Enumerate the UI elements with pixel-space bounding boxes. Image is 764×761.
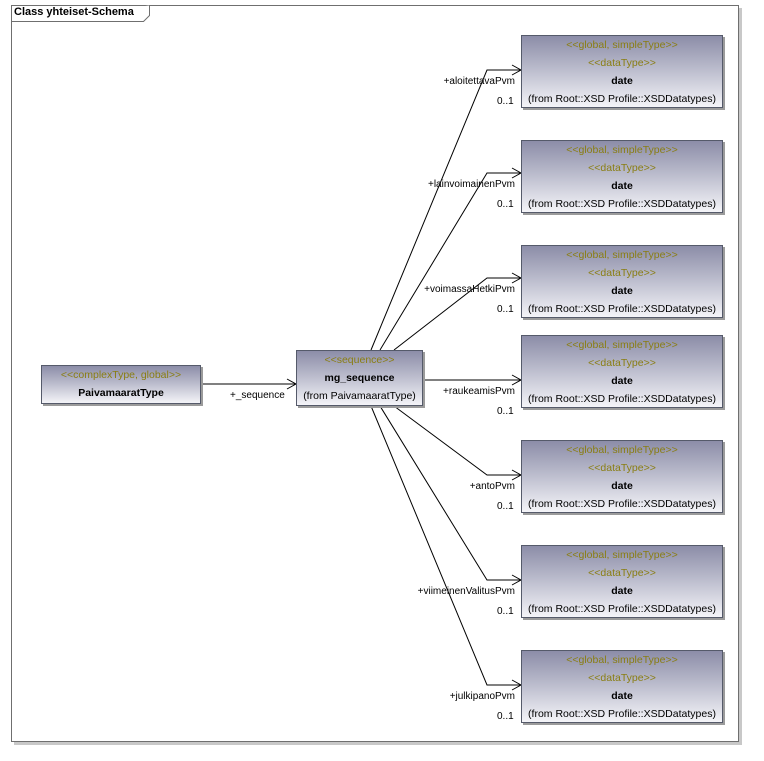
class-date[interactable]: <<global, simpleType>> <<dataType>> date (f…: [521, 440, 723, 513]
association-connector: [393, 405, 521, 476]
class-name: date: [611, 585, 633, 597]
class-stereotype: <<dataType>>: [588, 162, 656, 174]
association-role-label: +antoPvm: [469, 481, 515, 492]
class-name: PaivamaaratType: [78, 387, 164, 399]
association-multiplicity: 0..1: [497, 711, 514, 722]
class-stereotype: <<dataType>>: [588, 462, 656, 474]
class-name: date: [611, 75, 633, 87]
association-connector: [379, 172, 521, 351]
class-paivamaaratype[interactable]: <<complexType, global>> PaivamaaratType: [41, 365, 201, 404]
class-stereotype: <<global, simpleType>>: [566, 444, 678, 456]
class-name: date: [611, 690, 633, 702]
frame-tab-outline: [11, 5, 150, 22]
association-role-label: +aloitettavaPvm: [443, 76, 515, 87]
class-date[interactable]: <<global, simpleType>> <<dataType>> date (f…: [521, 140, 723, 213]
frame-title: Class yhteiset-Schema: [14, 6, 134, 18]
class-stereotype: <<dataType>>: [588, 357, 656, 369]
class-origin: (from Root::XSD Profile::XSDDatatypes): [528, 393, 716, 405]
association-connector: [393, 277, 521, 351]
class-date[interactable]: <<global, simpleType>> <<dataType>> date (f…: [521, 245, 723, 318]
class-stereotype: <<complexType, global>>: [60, 369, 182, 381]
class-date[interactable]: <<global, simpleType>> <<dataType>> date (f…: [521, 335, 723, 408]
class-stereotype: <<dataType>>: [588, 567, 656, 579]
class-stereotype: <<global, simpleType>>: [566, 39, 678, 51]
association-connector: [370, 405, 521, 686]
class-origin: (from Root::XSD Profile::XSDDatatypes): [528, 708, 716, 720]
class-date[interactable]: <<global, simpleType>> <<dataType>> date (f…: [521, 35, 723, 108]
class-name: mg_sequence: [324, 372, 395, 384]
association-role-label: +lainvoimainenPvm: [428, 179, 515, 190]
class-mg-sequence[interactable]: <<sequence>> mg_sequence (from Paivamaar…: [296, 350, 423, 406]
class-date[interactable]: <<global, simpleType>> <<dataType>> date (f…: [521, 545, 723, 618]
class-stereotype: <<global, simpleType>>: [566, 654, 678, 666]
class-name: date: [611, 180, 633, 192]
class-name: date: [611, 285, 633, 297]
association-role-label: +raukeamisPvm: [443, 386, 515, 397]
class-origin: (from Root::XSD Profile::XSDDatatypes): [528, 603, 716, 615]
association-multiplicity: 0..1: [497, 199, 514, 210]
class-name: date: [611, 480, 633, 492]
class-origin: (from PaivamaaratType): [303, 390, 416, 402]
class-date[interactable]: <<global, simpleType>> <<dataType>> date (f…: [521, 650, 723, 723]
class-stereotype: <<dataType>>: [588, 57, 656, 69]
class-stereotype: <<dataType>>: [588, 267, 656, 279]
association-multiplicity: 0..1: [497, 304, 514, 315]
association-multiplicity: 0..1: [497, 96, 514, 107]
association-role-label: +viimeinenValitusPvm: [417, 586, 515, 597]
association-multiplicity: 0..1: [497, 406, 514, 417]
association-role-label: +julkipanoPvm: [449, 691, 515, 702]
class-stereotype: <<dataType>>: [588, 672, 656, 684]
class-stereotype: <<global, simpleType>>: [566, 339, 678, 351]
class-name: date: [611, 375, 633, 387]
class-origin: (from Root::XSD Profile::XSDDatatypes): [528, 498, 716, 510]
class-stereotype: <<global, simpleType>>: [566, 144, 678, 156]
class-origin: (from Root::XSD Profile::XSDDatatypes): [528, 198, 716, 210]
association-connector: [370, 69, 521, 351]
class-origin: (from Root::XSD Profile::XSDDatatypes): [528, 93, 716, 105]
class-origin: (from Root::XSD Profile::XSDDatatypes): [528, 303, 716, 315]
association-multiplicity: 0..1: [497, 606, 514, 617]
association-role-label: +voimassaHetkiPvm: [424, 284, 515, 295]
association-connector: [379, 405, 521, 581]
class-stereotype: <<sequence>>: [324, 354, 395, 366]
class-stereotype: <<global, simpleType>>: [566, 249, 678, 261]
class-stereotype: <<global, simpleType>>: [566, 549, 678, 561]
association-multiplicity: 0..1: [497, 501, 514, 512]
sequence-role-label: +_sequence: [230, 390, 285, 401]
